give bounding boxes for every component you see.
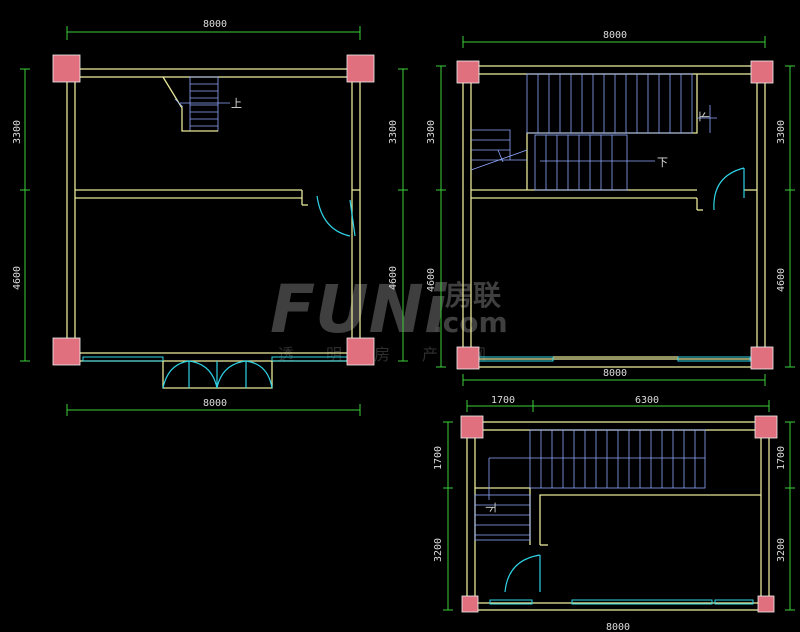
stair-break (174, 98, 184, 108)
column (456, 346, 480, 370)
plan-right: 下 下 (426, 30, 795, 386)
window-glass (571, 599, 713, 605)
stair-outline (526, 73, 693, 134)
stair-upper: 下 (526, 73, 717, 134)
stair-outline (474, 494, 531, 541)
stair-outline (534, 134, 628, 191)
stair-label-up: 上 (231, 97, 242, 110)
watermark-domain: .com (432, 306, 508, 339)
column (456, 60, 480, 84)
stair-outline (529, 429, 706, 489)
column (460, 415, 484, 439)
column (750, 60, 774, 84)
door-right (713, 167, 745, 211)
stair-label-lower: 下 (657, 156, 668, 169)
dim-top-right-label: 6300 (635, 395, 659, 406)
column (750, 346, 774, 370)
column (52, 337, 81, 366)
column (52, 54, 81, 83)
door-swing (245, 360, 273, 389)
door-swing (162, 360, 190, 389)
stair-label: 下 (484, 502, 497, 513)
window-glass (714, 599, 754, 605)
dim-top-label: 8000 (203, 19, 227, 30)
door-swing (188, 360, 218, 389)
column (346, 337, 375, 366)
dim-right-upper-label: 3300 (776, 120, 787, 144)
watermark-logo: FUNi (270, 271, 448, 348)
column (757, 595, 775, 613)
stair-lower: 下 (534, 134, 668, 191)
door-swing (316, 195, 351, 237)
stair: 上 (162, 76, 242, 132)
window-glass (489, 599, 533, 605)
outer-wall (462, 65, 766, 368)
dim-left-lower-label: 4600 (426, 268, 437, 292)
inner-wall (470, 73, 758, 360)
dim-left-lower-label: 3200 (433, 538, 444, 562)
outer-wall (66, 68, 361, 362)
door-swing (504, 554, 541, 593)
door-right (316, 195, 356, 237)
dim-bottom-label: 8000 (603, 368, 627, 379)
dim-left-lower-label: 4600 (12, 266, 23, 290)
dim-right-lower-label: 3200 (776, 538, 787, 562)
dim-right-upper-label: 3300 (388, 120, 399, 144)
column (461, 595, 479, 613)
plan-left: 上 8000 (12, 19, 408, 416)
dim-bottom-label: 8000 (203, 398, 227, 409)
dimensions: 8000 8000 3300 4600 3300 4600 (426, 30, 795, 386)
stair-wall (539, 494, 761, 545)
stair-side: 下 (474, 494, 531, 541)
stair-wall (475, 487, 531, 545)
dim-left-upper-label: 3300 (12, 120, 23, 144)
dimensions: 8000 8000 3300 4600 3300 4600 (12, 19, 408, 416)
outer-wall (466, 421, 770, 611)
column (754, 415, 778, 439)
dim-right-lower-label: 4600 (776, 268, 787, 292)
stair-outline (189, 76, 219, 132)
door-swing (216, 360, 247, 389)
dim-top-label: 8000 (603, 30, 627, 41)
dim-right-upper-label: 1700 (776, 446, 787, 470)
stair-break (497, 149, 504, 163)
watermark-brand: 房联 (445, 279, 501, 312)
dim-top-left-label: 1700 (491, 395, 515, 406)
door-leaf (349, 199, 356, 237)
stair-arrow (470, 149, 528, 171)
window-glass (677, 356, 751, 362)
dim-right-lower-label: 4600 (388, 266, 399, 290)
stair-landing (470, 129, 528, 171)
dim-bottom-label: 8000 (606, 622, 630, 632)
column (346, 54, 375, 83)
dimensions: 1700 6300 8000 1700 3200 1700 3200 (433, 395, 795, 632)
plan-bottom: 下 1700 6300 8000 1700 (433, 395, 795, 632)
dim-left-upper-label: 3300 (426, 120, 437, 144)
dim-left-upper-label: 1700 (433, 446, 444, 470)
watermark: FUNi 房联 .com 透明房产网 (270, 271, 518, 364)
door-swing (713, 167, 745, 211)
stair-upper (488, 429, 706, 500)
watermark-tagline: 透明房产网 (278, 345, 518, 364)
stair-side (162, 76, 218, 132)
stair-label-upper: 下 (698, 111, 711, 122)
door (504, 554, 541, 593)
window-glass (82, 356, 164, 362)
landing-outline (471, 129, 511, 160)
